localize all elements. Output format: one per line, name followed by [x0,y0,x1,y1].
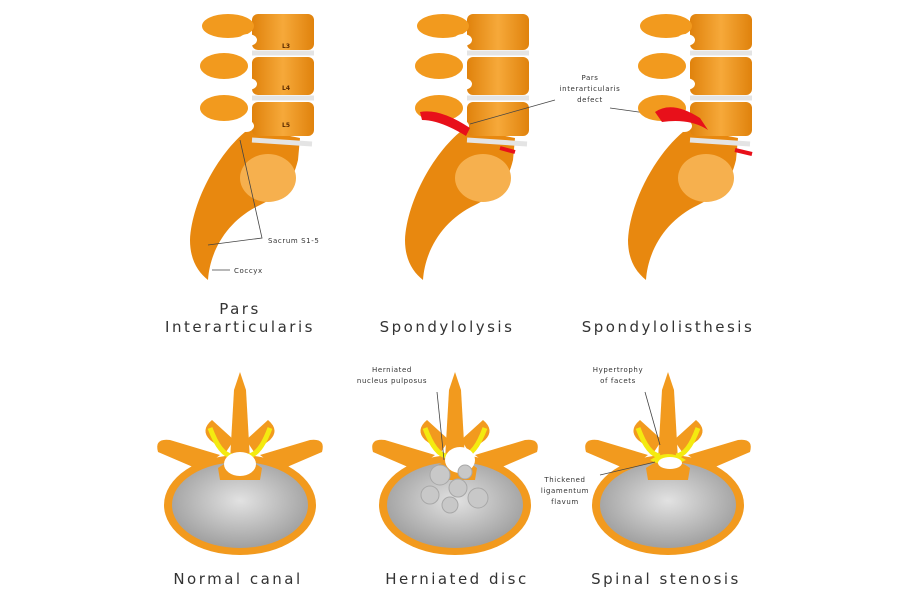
herniated-nucleus [420,464,489,514]
vertebra-herniated-disc: Herniated nucleus pulposus [357,366,538,555]
pars-defect-marker [420,111,470,136]
spinal-canal [224,452,256,476]
lumbar-spine-normal: L3 L4 L5 Sacrum S1-5 Coccyx [190,14,319,280]
title-spondylolisthesis: Spondylolisthesis [581,318,755,336]
vertebra-spinal-stenosis: Hypertrophy of facets Thickened ligament… [541,366,751,555]
herniated-nucleus-label: Herniated [372,366,412,374]
svg-text:interarticularis: interarticularis [560,85,621,93]
svg-text:of facets: of facets [600,377,636,385]
title-pars-line2: Interarticularis [165,318,315,336]
vertebra-label-l5: L5 [282,122,290,129]
narrowed-canal [658,457,682,469]
leader-lines [207,139,263,271]
slip-defect-marker [655,107,708,130]
lumbar-spine-spondylolisthesis [628,14,752,280]
vertebra-normal-canal [157,372,323,555]
hypertrophy-facets-label: Hypertrophy [593,366,643,374]
vertebra-label-l4: L4 [282,85,290,92]
svg-text:ligamentum: ligamentum [541,487,589,495]
coccyx-label: Coccyx [234,267,263,275]
pars-defect-label: Pars [581,74,598,82]
lumbar-spine-spondylolysis: Pars interarticularis defect [405,14,661,280]
svg-text:nucleus pulposus: nucleus pulposus [357,377,427,385]
vertebra-label-l3: L3 [282,43,290,50]
svg-text:flavum: flavum [551,498,579,506]
title-pars-line1: Pars [219,300,261,318]
ligamentum-flavum-label: Thickened [543,476,585,484]
title-normal-canal: Normal canal [173,570,303,588]
title-herniated-disc: Herniated disc [385,570,529,588]
title-spondylolysis: Spondylolysis [379,318,515,336]
title-spinal-stenosis: Spinal stenosis [591,570,741,588]
svg-text:defect: defect [577,96,603,104]
sacrum-label: Sacrum S1-5 [268,237,319,245]
